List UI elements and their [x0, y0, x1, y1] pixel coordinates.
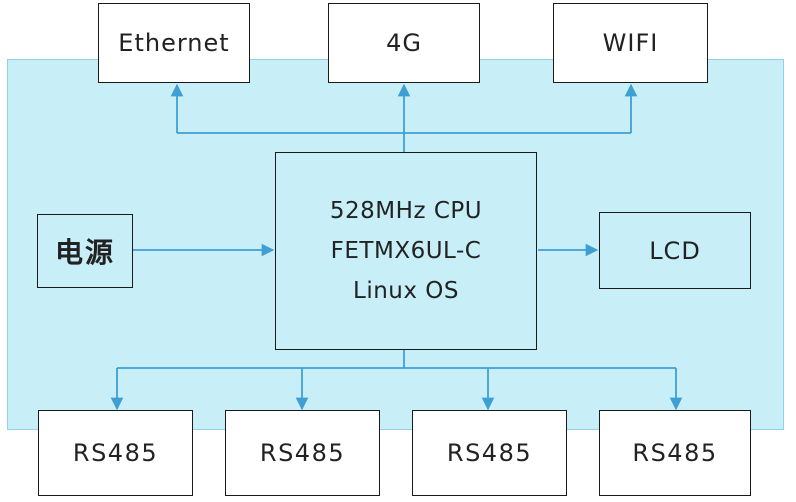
rs485-box-1: RS485: [38, 410, 193, 496]
rs485-label-4: RS485: [632, 439, 718, 467]
ethernet-box: Ethernet: [98, 3, 250, 83]
4g-label: 4G: [386, 29, 422, 57]
cpu-line-2: FETMX6UL-C: [330, 238, 482, 264]
power-box: 电源: [37, 214, 133, 288]
wifi-label: WIFI: [602, 29, 659, 57]
lcd-box: LCD: [599, 212, 751, 289]
lcd-label: LCD: [649, 236, 701, 265]
rs485-box-2: RS485: [225, 410, 380, 496]
ethernet-label: Ethernet: [118, 29, 230, 57]
cpu-box: 528MHz CPU FETMX6UL-C Linux OS: [275, 152, 537, 350]
rs485-label-3: RS485: [446, 439, 533, 467]
rs485-box-3: RS485: [412, 410, 567, 496]
cpu-line-1: 528MHz CPU: [329, 198, 483, 224]
4g-box: 4G: [328, 3, 480, 83]
cpu-line-3: Linux OS: [353, 278, 459, 304]
wifi-box: WIFI: [553, 3, 708, 83]
rs485-label-2: RS485: [259, 439, 346, 467]
power-label: 电源: [54, 236, 115, 269]
rs485-label-1: RS485: [72, 439, 159, 467]
rs485-box-4: RS485: [599, 410, 751, 496]
